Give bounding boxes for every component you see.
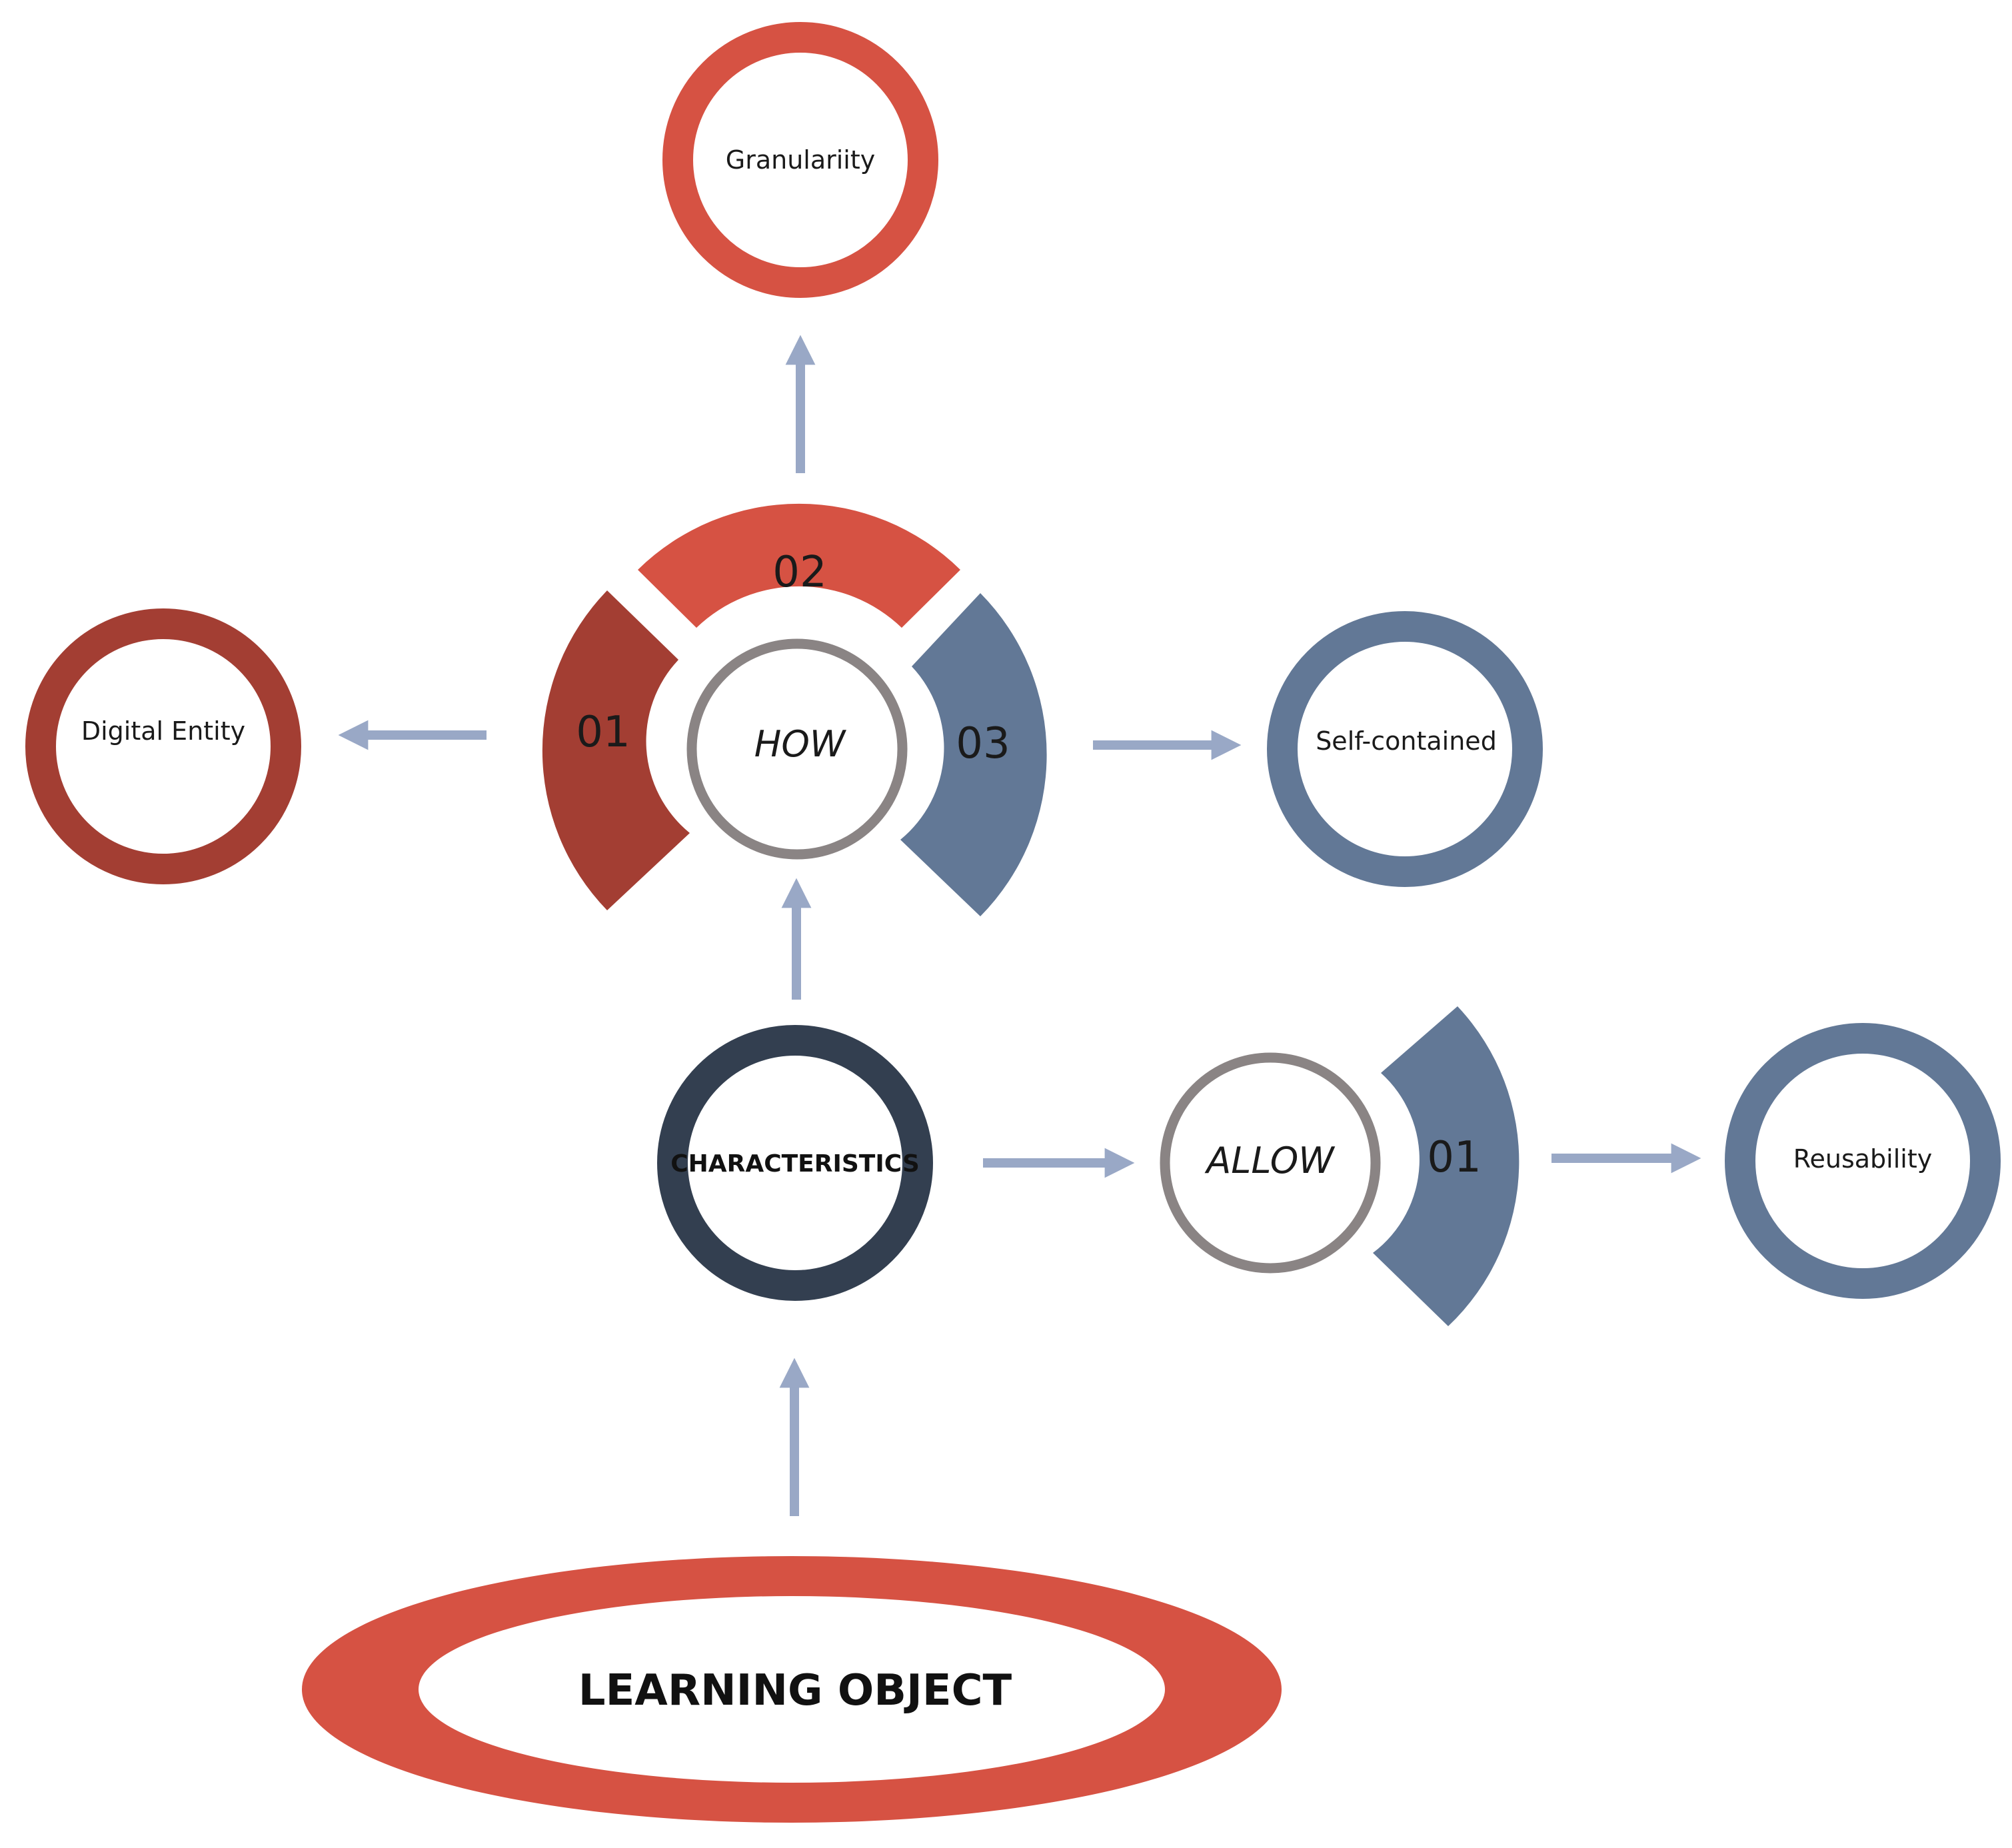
how-segment-02: [638, 503, 960, 628]
allow-ring: [1160, 1052, 1381, 1274]
learning-object-label: LEARNING OBJECT: [578, 1666, 1012, 1715]
how-segment-01: [542, 590, 690, 910]
digital-entity-node: Digital Entity: [25, 608, 301, 884]
reusability-label: Reusability: [1793, 1144, 1932, 1174]
how-segment-02-label: 02: [772, 548, 826, 597]
learning-object-inner: [419, 1596, 1165, 1783]
allow-hub: ALLOW 01: [1160, 1006, 1519, 1326]
characteristics-label: CHARACTERISTICS: [670, 1150, 920, 1178]
reusability-node: Reusability: [1725, 1023, 2001, 1299]
self-contained-ring: [1267, 611, 1543, 887]
allow-segment-01-label: 01: [1427, 1133, 1481, 1182]
characteristics-ring: [657, 1025, 933, 1301]
granularity-label: Granulariity: [726, 145, 876, 175]
granularity-ring: [662, 22, 938, 298]
learning-object-node: LEARNING OBJECT: [302, 1556, 1282, 1823]
granularity-node: Granulariity: [662, 22, 938, 298]
how-hub: HOW 01 02 03: [542, 503, 1047, 916]
self-contained-node: Self-contained: [1267, 611, 1543, 887]
digital-entity-label: Digital Entity: [81, 716, 245, 746]
how-segment-03: [900, 593, 1047, 916]
arrows: [338, 335, 1701, 1516]
self-contained-label: Self-contained: [1316, 726, 1497, 756]
how-ring: [686, 638, 908, 860]
how-label: HOW: [754, 723, 847, 765]
how-segment-03-label: 03: [956, 719, 1010, 768]
how-segment-01-label: 01: [576, 708, 630, 757]
allow-label: ALLOW: [1204, 1140, 1336, 1182]
allow-segment-01: [1373, 1006, 1519, 1326]
digital-entity-ring: [25, 608, 301, 884]
reusability-ring: [1725, 1023, 2001, 1299]
characteristics-node: CHARACTERISTICS: [657, 1025, 933, 1301]
